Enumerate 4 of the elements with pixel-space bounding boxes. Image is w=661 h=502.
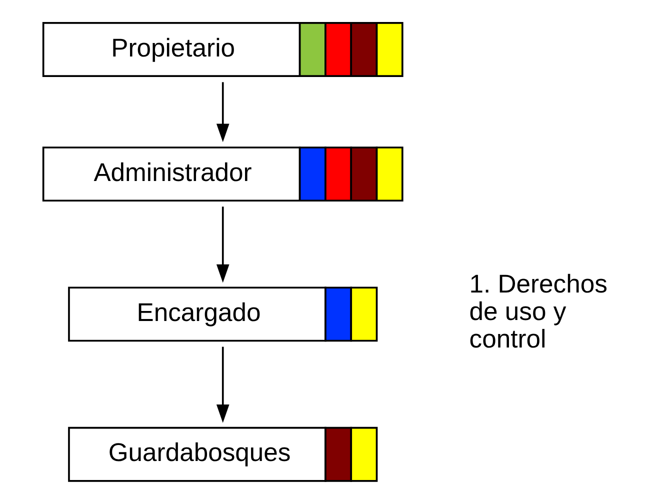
arrow	[216, 346, 230, 423]
arrow	[216, 82, 230, 142]
label: 1. Derechos de uso y control	[469, 270, 608, 354]
arrow	[216, 206, 230, 283]
